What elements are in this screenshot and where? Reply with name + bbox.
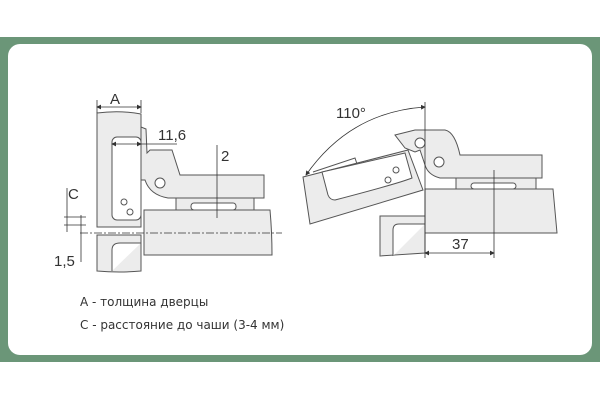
right-hinge-drawing: 110° 37: [302, 102, 558, 258]
cabinet-side: [424, 188, 558, 234]
hinge-arm: [140, 126, 265, 199]
screw-hole: [120, 198, 128, 206]
dim-c-label: C: [68, 186, 79, 203]
screw-hole: [392, 166, 400, 174]
legend-a: A - толщина дверцы: [80, 295, 209, 309]
pivot: [433, 156, 445, 168]
pivot: [154, 177, 166, 189]
dim-11-6-label: 11,6: [158, 127, 186, 144]
hinge-diagram: A 11,6 2 C 1,5: [54, 91, 558, 273]
dim-1-5-label: 1,5: [54, 253, 75, 270]
screw-hole: [126, 208, 134, 216]
plate-slot: [190, 202, 237, 211]
angle-label: 110°: [336, 105, 366, 122]
legend-c: C - расстояние до чаши (3-4 мм): [80, 318, 285, 332]
pivot: [414, 137, 426, 149]
diagram-card: A 11,6 2 C 1,5: [8, 44, 592, 355]
panel-cup: [392, 223, 425, 256]
hinge-arm-open: [394, 129, 543, 179]
dim-37-label: 37: [452, 236, 469, 253]
screw-hole: [384, 176, 392, 184]
dim-2-label: 2: [221, 148, 229, 165]
angle-arc: [305, 104, 426, 176]
hinge-cup: [111, 136, 142, 221]
dim-a-label: A: [110, 91, 120, 108]
plate-slot: [470, 182, 517, 190]
green-frame: A 11,6 2 C 1,5: [0, 37, 600, 362]
cabinet-side: [143, 209, 273, 256]
left-hinge-drawing: A 11,6 2 C 1,5: [54, 91, 282, 273]
cup-lower: [111, 242, 141, 271]
